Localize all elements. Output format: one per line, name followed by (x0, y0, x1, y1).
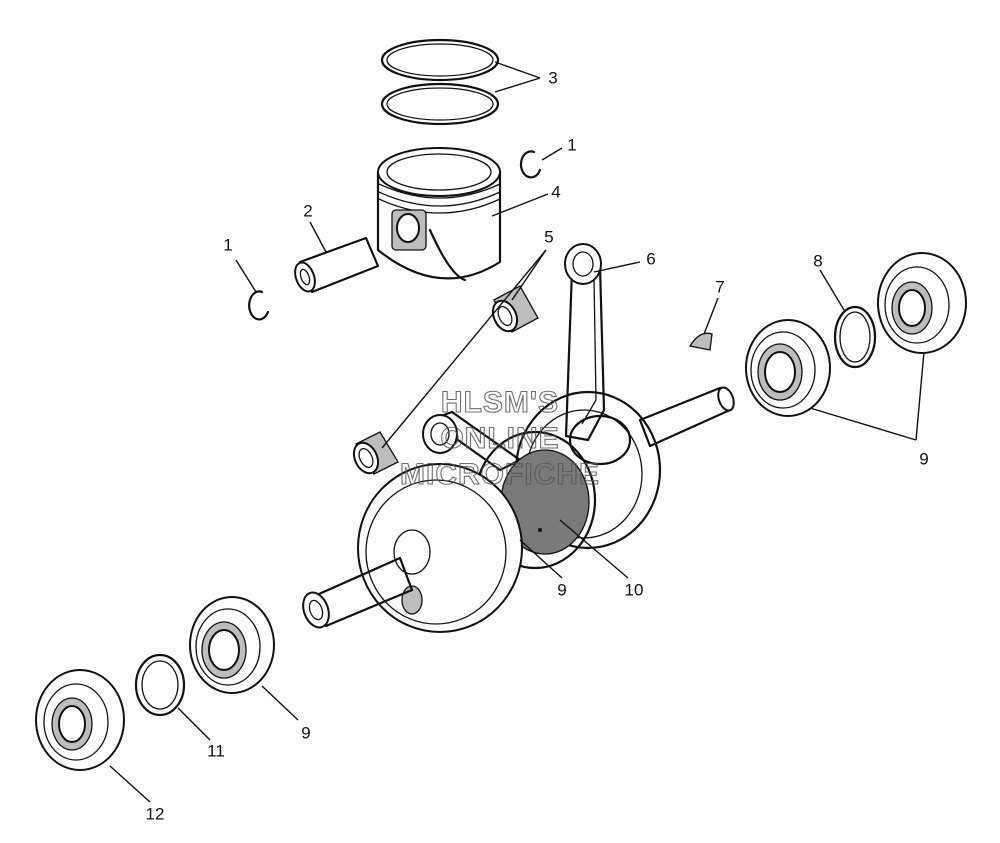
callout-9-right: 9 (919, 449, 928, 468)
needle-bearing-lower (352, 431, 399, 475)
callout-2: 2 (303, 201, 312, 220)
piston (376, 147, 502, 282)
callout-6: 6 (646, 249, 655, 268)
needle-bearing-upper (491, 285, 539, 333)
callout-11: 11 (207, 741, 225, 760)
crankshaft (302, 386, 735, 633)
piston-rings (380, 38, 500, 126)
watermark-line-3: MICROFICHE (400, 458, 600, 491)
callout-9-left: 9 (301, 723, 310, 742)
watermark-line-2: ONLINE (440, 422, 559, 455)
callout-1-right: 1 (567, 135, 576, 154)
leader-lines (109, 61, 925, 803)
circlip-right (519, 150, 542, 179)
callout-7: 7 (715, 277, 724, 296)
left-seal (35, 669, 125, 771)
circlip-left (248, 290, 270, 321)
spacer-ring (134, 653, 186, 717)
callout-9-center: 9 (557, 580, 566, 599)
piston-pin (294, 236, 380, 294)
callout-10: 10 (625, 580, 644, 599)
callout-5: 5 (544, 227, 553, 246)
right-seal (877, 252, 967, 354)
right-bearing (745, 319, 831, 417)
watermark-line-1: HLSM'S (441, 386, 559, 419)
shim (833, 305, 877, 369)
woodruff-key (688, 332, 713, 351)
callout-4: 4 (551, 182, 560, 201)
callout-1-left: 1 (223, 235, 232, 254)
left-bearing (189, 596, 275, 694)
callout-labels: 3 1 4 2 1 5 6 7 8 9 9 10 9 11 12 (146, 68, 929, 823)
callout-12: 12 (146, 804, 165, 823)
watermark: HLSM'S ONLINE MICROFICHE (399, 385, 600, 491)
callout-3: 3 (548, 68, 557, 87)
connecting-rod (564, 243, 632, 466)
callout-8: 8 (813, 251, 822, 270)
